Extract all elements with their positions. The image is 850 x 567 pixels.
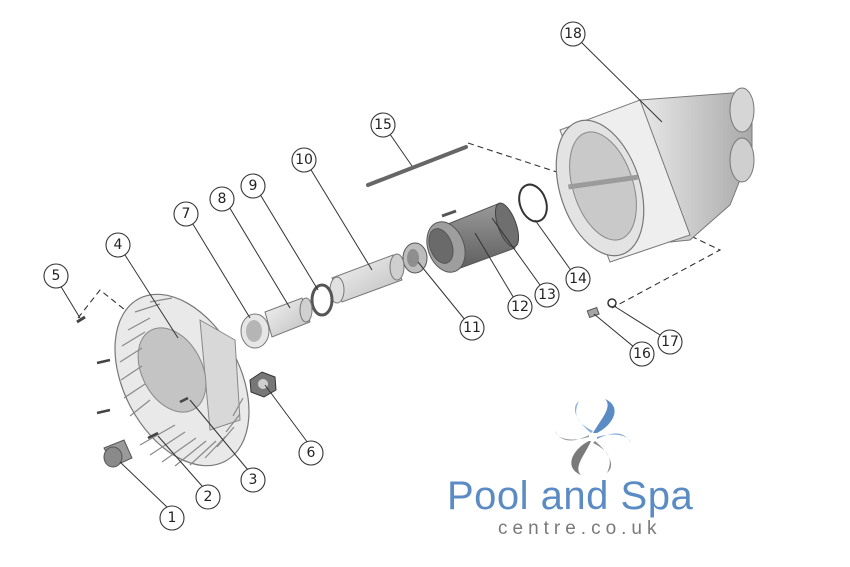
svg-text:8: 8 xyxy=(218,191,227,207)
svg-text:13: 13 xyxy=(538,287,556,303)
part-4-face-plate xyxy=(114,293,250,467)
part-10-tube xyxy=(329,253,405,304)
part-1-cap xyxy=(103,439,133,468)
callout-17: 17 xyxy=(657,329,683,355)
brand-subtitle: centre.co.uk xyxy=(498,518,662,539)
face-plate-screws xyxy=(96,358,189,440)
callout-12: 12 xyxy=(507,294,533,320)
callout-9: 9 xyxy=(240,173,266,199)
swirl-logo-icon xyxy=(555,399,631,475)
part-15-pin xyxy=(366,145,468,187)
svg-text:11: 11 xyxy=(463,320,481,336)
svg-text:10: 10 xyxy=(295,152,313,168)
part-8-sleeve xyxy=(264,297,313,338)
svg-text:18: 18 xyxy=(564,26,582,42)
svg-text:4: 4 xyxy=(114,237,123,253)
assembly-line-screw xyxy=(77,289,136,319)
callout-10: 10 xyxy=(291,147,317,173)
part-5-screw xyxy=(76,315,86,324)
callout-16: 16 xyxy=(629,341,655,367)
brand-name: Pool and Spa xyxy=(447,474,694,518)
callout-2: 2 xyxy=(195,484,221,510)
svg-text:3: 3 xyxy=(249,472,258,488)
svg-text:7: 7 xyxy=(182,206,191,222)
part-18-housing xyxy=(555,87,755,263)
callout-15: 15 xyxy=(370,112,396,138)
callout-14: 14 xyxy=(565,266,591,292)
callout-1: 1 xyxy=(159,505,185,531)
svg-text:2: 2 xyxy=(204,489,213,505)
callout-4: 4 xyxy=(105,232,131,258)
callout-6: 6 xyxy=(298,440,324,466)
svg-text:9: 9 xyxy=(249,178,258,194)
callout-7: 7 xyxy=(173,201,199,227)
svg-text:5: 5 xyxy=(52,268,61,284)
part-12-13-body xyxy=(426,202,520,273)
callout-8: 8 xyxy=(209,186,235,212)
svg-text:17: 17 xyxy=(661,334,679,350)
part-9-ring xyxy=(310,283,334,317)
part-7-collar xyxy=(240,313,270,349)
svg-text:15: 15 xyxy=(374,117,392,133)
callout-11: 11 xyxy=(459,315,485,341)
callout-18: 18 xyxy=(560,21,586,47)
svg-text:6: 6 xyxy=(307,445,316,461)
callout-leader-lines xyxy=(56,35,669,509)
part-17-small-ring xyxy=(607,298,617,308)
callout-5: 5 xyxy=(43,263,69,289)
callout-13: 13 xyxy=(534,282,560,308)
part-14-o-ring xyxy=(518,183,548,223)
svg-text:16: 16 xyxy=(633,346,651,362)
svg-text:14: 14 xyxy=(569,271,587,287)
part-16-clip xyxy=(586,306,600,319)
svg-text:1: 1 xyxy=(168,510,177,526)
callout-3: 3 xyxy=(240,467,266,493)
svg-text:12: 12 xyxy=(511,299,529,315)
